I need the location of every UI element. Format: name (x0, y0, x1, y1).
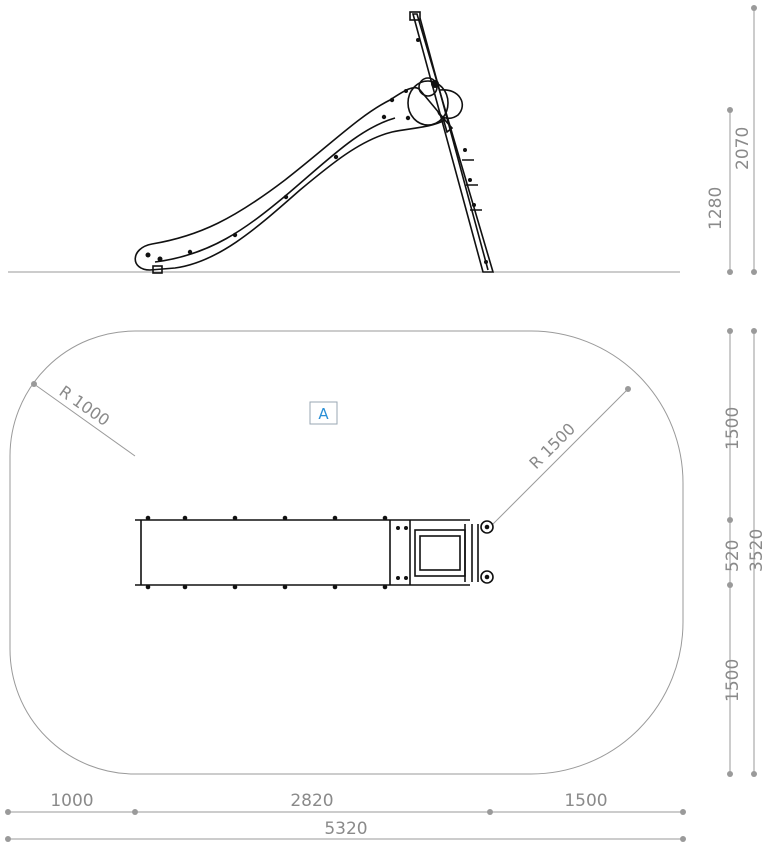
dim-width-total: 5320 (324, 819, 367, 839)
dim-width-mid: 2820 (290, 791, 333, 811)
zone-label-box: A (309, 401, 338, 425)
slide-hood (407, 77, 464, 134)
slide-rivets (145, 89, 411, 262)
dim-depth-mid: 520 (723, 540, 743, 572)
dim-height-platform: 1280 (706, 187, 726, 230)
dim-depth-top: 1500 (723, 407, 743, 450)
dim-depth-total: 3520 (747, 529, 767, 572)
slide-plan (135, 515, 494, 590)
ladder-post (409, 11, 495, 273)
side-dimension-lines (727, 5, 757, 275)
dim-height-total: 2070 (733, 127, 753, 170)
plan-view: A R 1000 R 1500 (5, 328, 767, 842)
dim-width-right: 1500 (564, 791, 607, 811)
zone-label: A (318, 405, 329, 423)
slide-chute-side (134, 86, 447, 271)
dim-width-left: 1000 (50, 791, 93, 811)
plan-vertical-dimensions (727, 328, 757, 777)
dim-depth-bottom: 1500 (723, 659, 743, 702)
side-elevation: 1280 2070 (8, 5, 757, 275)
safety-zone-outline (9, 330, 684, 775)
plan-horizontal-dimensions (5, 809, 686, 842)
